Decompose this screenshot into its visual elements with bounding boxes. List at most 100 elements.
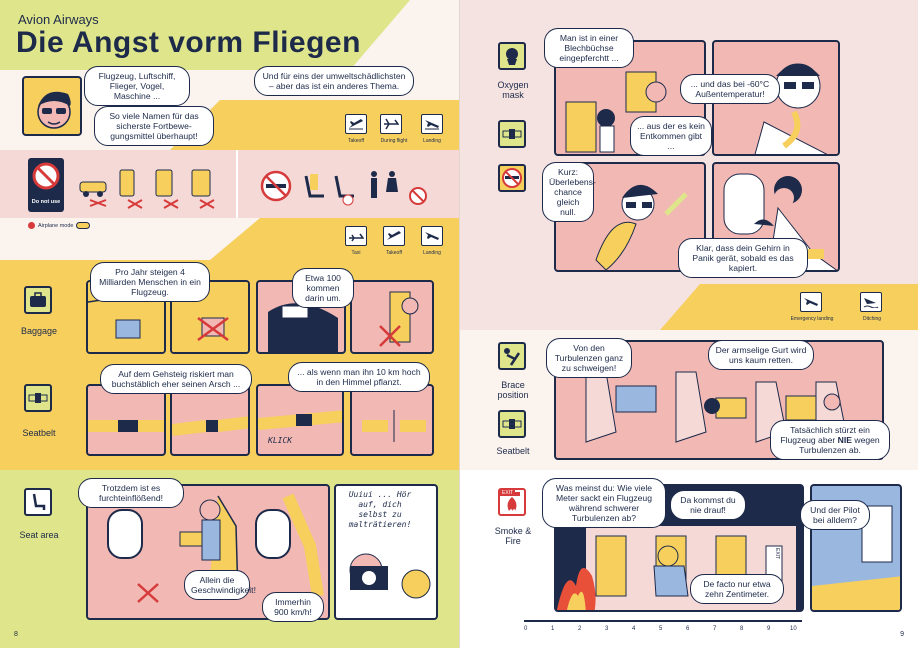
- seatbelt-icon-right-2: [498, 410, 526, 438]
- seat-area-bubble-3: Immerhin 900 km/h!: [262, 592, 324, 622]
- brace-bubble-2: Der armselige Gurt wird uns kaum retten.: [708, 340, 814, 370]
- toggle-switch-icon: [76, 222, 91, 229]
- devices-band: [0, 150, 459, 218]
- landing-label: Landing: [423, 138, 441, 144]
- no-smoking-icon-right: [498, 164, 526, 192]
- airplane-mode-dot-icon: [28, 222, 35, 229]
- seatbelt-panel-2: [170, 384, 250, 456]
- takeoff-icon: [345, 114, 367, 134]
- seatbelt-bubble-1: Auf dem Gehsteig riskiert man buchstäbli…: [100, 364, 252, 394]
- seatbelt-label: Seatbelt: [22, 428, 56, 438]
- brace-bubble-3-emphasis: NIE: [837, 435, 852, 445]
- landing-label-2: Landing: [423, 250, 441, 256]
- brace-bubble-3-end: wegen Turbulenzen ab.: [799, 435, 880, 455]
- seatbelt-panel-1: [86, 384, 166, 456]
- page-number-right: 9: [900, 631, 904, 638]
- smoke-bubble-2: Da kommst du nie drauf!: [670, 490, 746, 520]
- seatbelt-bubble-2: ... als wenn man ihn 10 km hoch in den H…: [288, 362, 430, 392]
- prohibited-icon: [32, 162, 60, 190]
- during-flight-label: During flight: [380, 138, 408, 144]
- tablet-icon: [191, 169, 215, 209]
- cabin-rules-row: [260, 170, 427, 206]
- ruler-label-6: 6: [686, 626, 690, 632]
- toy-car-icon: [79, 181, 107, 207]
- ruler-label-2: 2: [578, 626, 582, 632]
- emergency-landing-label: Emergency landing: [790, 316, 834, 322]
- phone-icon-1: [119, 169, 143, 209]
- seat-area-label: Seat area: [19, 530, 59, 540]
- brace-position-label: Brace position: [497, 380, 529, 400]
- ditching-label: Ditching: [862, 316, 882, 322]
- seatbelt-panel-3: KLICK: [256, 384, 344, 456]
- smoke-bubble-1: Was meinst du: Wie viele Meter sackt ein…: [542, 478, 666, 528]
- intro-bubble-2: So viele Namen für das sicherste Fortbew…: [94, 106, 214, 146]
- brand-name: Avion Airways: [18, 12, 99, 27]
- ruler-label-9: 9: [767, 626, 771, 632]
- intro-bubble-3: Und für eins der umweltschädlichsten – a…: [254, 66, 414, 96]
- baggage-bubble-2: Etwa 100 kommen darin um.: [292, 268, 354, 308]
- seat-area-bubble-2: Allein die Geschwindigkeit!: [184, 570, 256, 600]
- during-flight-icon: [380, 114, 402, 134]
- oxygen-mask-icon: [498, 42, 526, 70]
- ditching-icon: [860, 292, 882, 312]
- pilot-avatar: [22, 76, 82, 136]
- right-page: Oxygen mask Man ist in einer Blechbüchse…: [459, 0, 918, 648]
- page-title: Die Angst vorm Fliegen: [16, 26, 361, 59]
- devices-row: [79, 169, 215, 209]
- ruler-label-0: 0: [524, 626, 528, 632]
- header-background: [0, 0, 410, 70]
- oxygen-mask-label: Oxygen mask: [497, 80, 529, 100]
- ruler-label-5: 5: [659, 626, 663, 632]
- baggage-label: Baggage: [20, 326, 58, 336]
- ruler-label-8: 8: [740, 626, 744, 632]
- brace-bubble-3-start: Tatsächlich stürzt ein Flugzeug aber: [780, 425, 870, 445]
- ruler-label-7: 7: [713, 626, 717, 632]
- airplane-mode-toggle[interactable]: Airplane mode: [28, 222, 91, 229]
- airplane-mode-label: Airplane mode: [38, 222, 74, 229]
- exit-door-label: EXIT: [774, 548, 780, 560]
- page-number-left: 8: [14, 631, 18, 638]
- baggage-bubble-1: Pro Jahr steigen 4 Milliarden Menschen i…: [90, 262, 210, 302]
- seat-area-bubble-1: Trotzdem ist es furchteinflößend!: [78, 478, 184, 508]
- seat-area-icon: [24, 488, 52, 516]
- smoke-fire-label: Smoke & Fire: [494, 526, 532, 546]
- oxygen-bubble-5: Klar, dass dein Gehirn in Panik gerät, s…: [678, 238, 808, 278]
- do-not-use-sign: Do not use: [28, 158, 64, 212]
- emergency-stripe: [660, 284, 918, 330]
- seatbelt-icon: [24, 384, 52, 412]
- takeoff-label: Takeoff: [347, 138, 365, 144]
- taxi-label: Taxi: [351, 250, 361, 256]
- emergency-landing-icon: [800, 292, 822, 312]
- brace-bubble-3: Tatsächlich stürzt ein Flugzeug aber NIE…: [770, 420, 890, 460]
- ruler-label-10: 10: [790, 626, 797, 632]
- phone-icon-2: [155, 169, 179, 209]
- brace-seatbelt-label: Seatbelt: [496, 446, 530, 456]
- smoke-bubble-4: De facto nur etwa zehn Zentimeter.: [690, 574, 784, 604]
- baggage-icon: [24, 286, 52, 314]
- intro-bubble-1: Flugzeug, Luftschiff, Flieger, Vogel, Ma…: [84, 66, 190, 106]
- oxygen-bubble-4: Kurz: Überlebens-chance gleich null.: [542, 162, 596, 222]
- ruler-label-4: 4: [632, 626, 636, 632]
- ruler-label-1: 1: [551, 626, 555, 632]
- no-smoking-small-icon: [409, 187, 427, 205]
- intro-stripe: [170, 100, 459, 150]
- seat-icon: [304, 174, 324, 198]
- ruler: 0 1 2 3 4 5 6 7 8 9 10: [524, 620, 802, 632]
- no-smoking-icon: [260, 170, 292, 202]
- brace-bubble-1: Von den Turbulenzen ganz zu schweigen!: [546, 338, 632, 378]
- do-not-use-label: Do not use: [31, 199, 61, 205]
- camera-panel: Uuiui ... Hör auf, dich selbst zu malträ…: [334, 484, 438, 620]
- exit-sign: EXIT: [500, 490, 516, 496]
- landing-icon: [421, 114, 443, 134]
- takeoff-icon-2: [383, 226, 405, 246]
- oxygen-bubble-2: ... und das bei -60°C Außentemperatur!: [680, 74, 780, 104]
- brace-position-icon: [498, 342, 526, 370]
- devices-divider: [236, 150, 238, 218]
- oxygen-bubble-3: ... aus der es kein Entkommen gibt ...: [630, 116, 712, 156]
- seatbelt-icon-right: [498, 120, 526, 148]
- ruler-label-3: 3: [605, 626, 609, 632]
- left-page: Avion Airways Die Angst vorm Fliegen Flu…: [0, 0, 459, 648]
- landing-icon-2: [421, 226, 443, 246]
- oxygen-bubble-1: Man ist in einer Blechbüchse eingepferch…: [544, 28, 634, 68]
- seat-no-device-icon: [334, 175, 354, 206]
